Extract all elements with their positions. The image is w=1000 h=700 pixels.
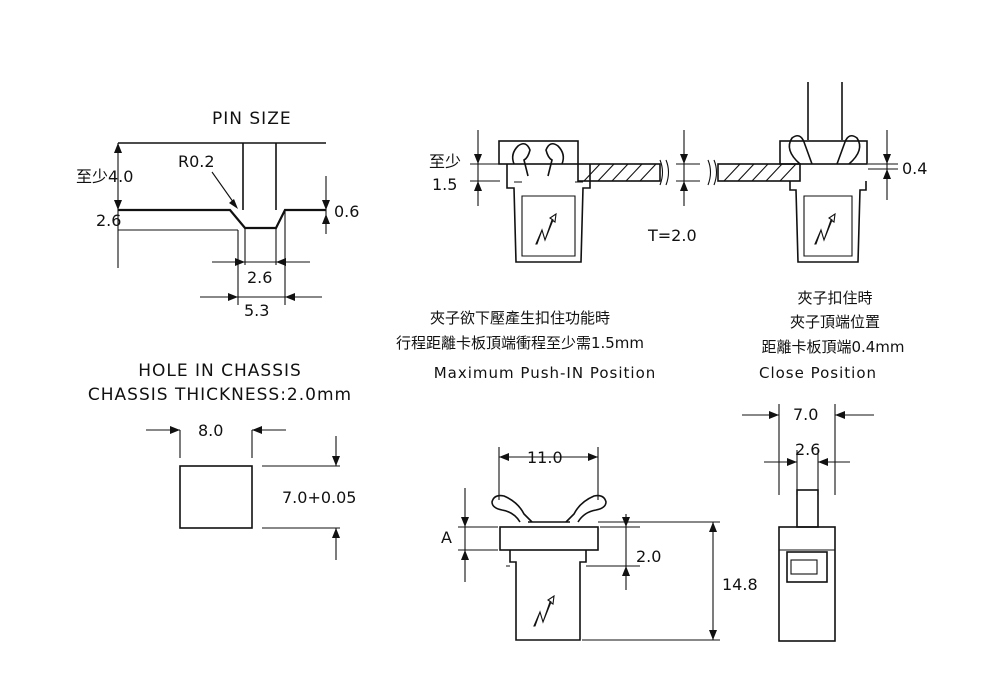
hole-view: HOLE IN CHASSIS CHASSIS THICKNESS:2.0mm … [88, 361, 356, 560]
front-step-label: 2.0 [636, 547, 661, 566]
side-slot [786, 551, 828, 583]
side-view: 7.0 2.6 [742, 404, 874, 642]
side-clip-body [778, 526, 836, 642]
front-spring-left [491, 494, 533, 523]
push-caption-en: Maximum Push-IN Position [434, 364, 657, 382]
close-spring-right [836, 134, 861, 165]
front-a-label: A [441, 528, 452, 547]
pin-size-title: PIN SIZE [212, 109, 292, 129]
close-caption-zh-2: 夾子頂端位置 [790, 313, 880, 331]
side-pin-stem [796, 489, 819, 528]
close-caption-zh-3: 距離卡板頂端0.4mm [761, 338, 904, 356]
front-height-label: 14.8 [722, 575, 758, 594]
hole-title-2: CHASSIS THICKNESS:2.0mm [88, 385, 352, 405]
front-view: 11.0 A 2.0 14.8 [441, 447, 758, 641]
close-view: 0.4 夾子扣住時 夾子頂端位置 距離卡板頂端0.4mm Close Posit… [707, 82, 927, 382]
push-min-label: 至少 [429, 152, 461, 171]
push-caption-zh-2: 行程距離卡板頂端衝程至少需1.5mm [396, 334, 644, 352]
side-inner-label: 2.6 [795, 440, 820, 459]
pin-radius-label: R0.2 [178, 152, 215, 171]
front-clip-body [509, 550, 587, 641]
front-span-label: 11.0 [527, 448, 563, 467]
close-caption-en: Close Position [759, 364, 877, 382]
close-chassis-plate [717, 163, 801, 182]
push-min-value: 1.5 [432, 175, 457, 194]
push-spring-right [545, 142, 565, 177]
push-in-view: 至少 1.5 T=2.0 夾子欲下壓產生扣住功能時 行程距離卡板頂端衝程至少需1… [396, 130, 700, 382]
pin-tip-width-label: 2.6 [247, 268, 272, 287]
logo-mark [535, 212, 557, 245]
front-spring-right [565, 494, 607, 523]
side-outer-label: 7.0 [793, 405, 818, 424]
push-caption-zh-1: 夾子欲下壓產生扣住功能時 [430, 309, 610, 327]
front-clip-head [499, 526, 599, 551]
close-caption-zh-1: 夾子扣住時 [797, 289, 872, 307]
push-clip-head [498, 140, 579, 165]
pin-min-label: 至少4.0 [76, 167, 133, 186]
push-clip-body [506, 164, 591, 263]
push-spring-left [511, 142, 531, 177]
close-clip-head [779, 140, 868, 165]
hole-width-label: 8.0 [198, 421, 223, 440]
close-spring-left [788, 134, 813, 165]
hole-title-1: HOLE IN CHASSIS [138, 361, 302, 381]
pin-right-height-label: 0.6 [334, 202, 359, 221]
close-clip-body [789, 181, 867, 263]
push-chassis-plate [577, 163, 661, 182]
hole-height-label: 7.0+0.05 [282, 488, 356, 507]
pin-size-view: PIN SIZE 至少4.0 R0.2 2.6 [76, 109, 359, 320]
pin-base-width-label: 5.3 [244, 301, 269, 320]
pin-left-height-label: 2.6 [96, 211, 121, 230]
pin-profile [118, 208, 326, 230]
hole-rectangle [179, 465, 253, 529]
push-thickness-label: T=2.0 [647, 226, 697, 245]
close-gap-label: 0.4 [902, 159, 927, 178]
